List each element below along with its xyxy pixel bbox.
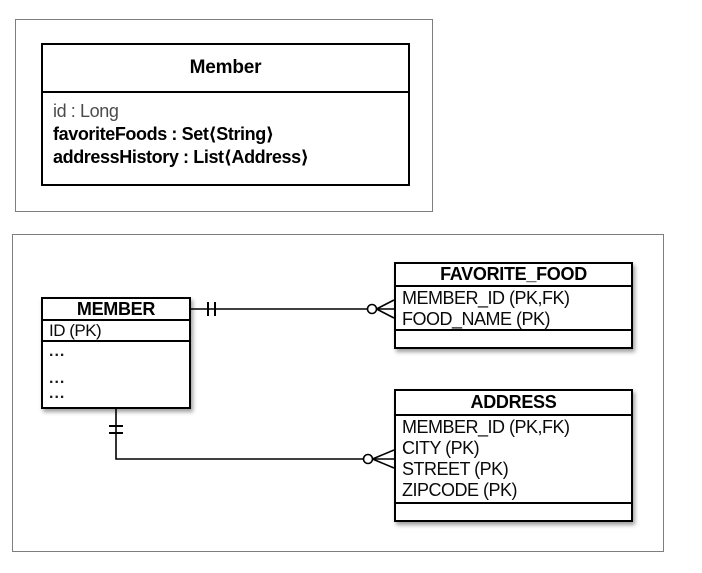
uml-class-attributes: id : Long favoriteFoods : Set⟨String⟩ ad… — [43, 93, 408, 169]
er-table-favorite-food-title: FAVORITE_FOOD — [396, 264, 631, 287]
er-table-favorite-food-columns: MEMBER_ID (PK,FK) FOOD_NAME (PK) — [396, 287, 631, 331]
zero-or-many-marker — [366, 299, 395, 319]
er-row-street: STREET (PK) — [402, 459, 509, 479]
uml-class-member: Member id : Long favoriteFoods : Set⟨Str… — [41, 43, 410, 186]
one-cardinality-marker — [207, 302, 216, 316]
erd-panel-frame: MEMBER ID (PK) ... ... ... FAVORITE_FOOD… — [12, 234, 664, 552]
er-table-member: MEMBER ID (PK) ... ... ... — [41, 297, 191, 409]
uml-attribute-address-history: addressHistory : List⟨Address⟩ — [53, 147, 309, 167]
er-table-member-title: MEMBER — [43, 299, 189, 321]
er-table-address: ADDRESS MEMBER_ID (PK,FK) CITY (PK) STRE… — [394, 389, 633, 522]
uml-attribute-id: id : Long — [53, 101, 119, 121]
ellipsis-row: ... — [49, 370, 66, 387]
er-row-zipcode: ZIPCODE (PK) — [402, 480, 518, 500]
er-row-member-id: MEMBER_ID (PK,FK) — [402, 417, 570, 437]
zero-or-many-marker — [362, 449, 395, 469]
uml-class-title: Member — [43, 45, 408, 93]
er-table-favorite-food: FAVORITE_FOOD MEMBER_ID (PK,FK) FOOD_NAM… — [394, 262, 633, 349]
ellipsis-row: ... — [49, 385, 66, 402]
relationship-member-favorite-food — [191, 299, 395, 319]
uml-attribute-favorite-foods: favoriteFoods : Set⟨String⟩ — [53, 124, 274, 144]
ellipsis-row: ... — [49, 343, 66, 360]
one-cardinality-marker — [109, 425, 123, 434]
er-table-member-more-rows: ... ... ... — [43, 342, 189, 402]
er-row-food-name: FOOD_NAME (PK) — [402, 309, 551, 329]
er-table-address-columns: MEMBER_ID (PK,FK) CITY (PK) STREET (PK) … — [396, 416, 631, 504]
er-row-member-id: MEMBER_ID (PK,FK) — [402, 288, 570, 308]
uml-panel-frame: Member id : Long favoriteFoods : Set⟨Str… — [15, 19, 433, 212]
er-table-address-title: ADDRESS — [396, 391, 631, 416]
er-row-city: CITY (PK) — [402, 438, 480, 458]
relationship-member-address — [109, 409, 395, 469]
er-row-id-pk: ID (PK) — [49, 321, 102, 340]
er-table-member-key-row-cell: ID (PK) — [43, 321, 189, 342]
